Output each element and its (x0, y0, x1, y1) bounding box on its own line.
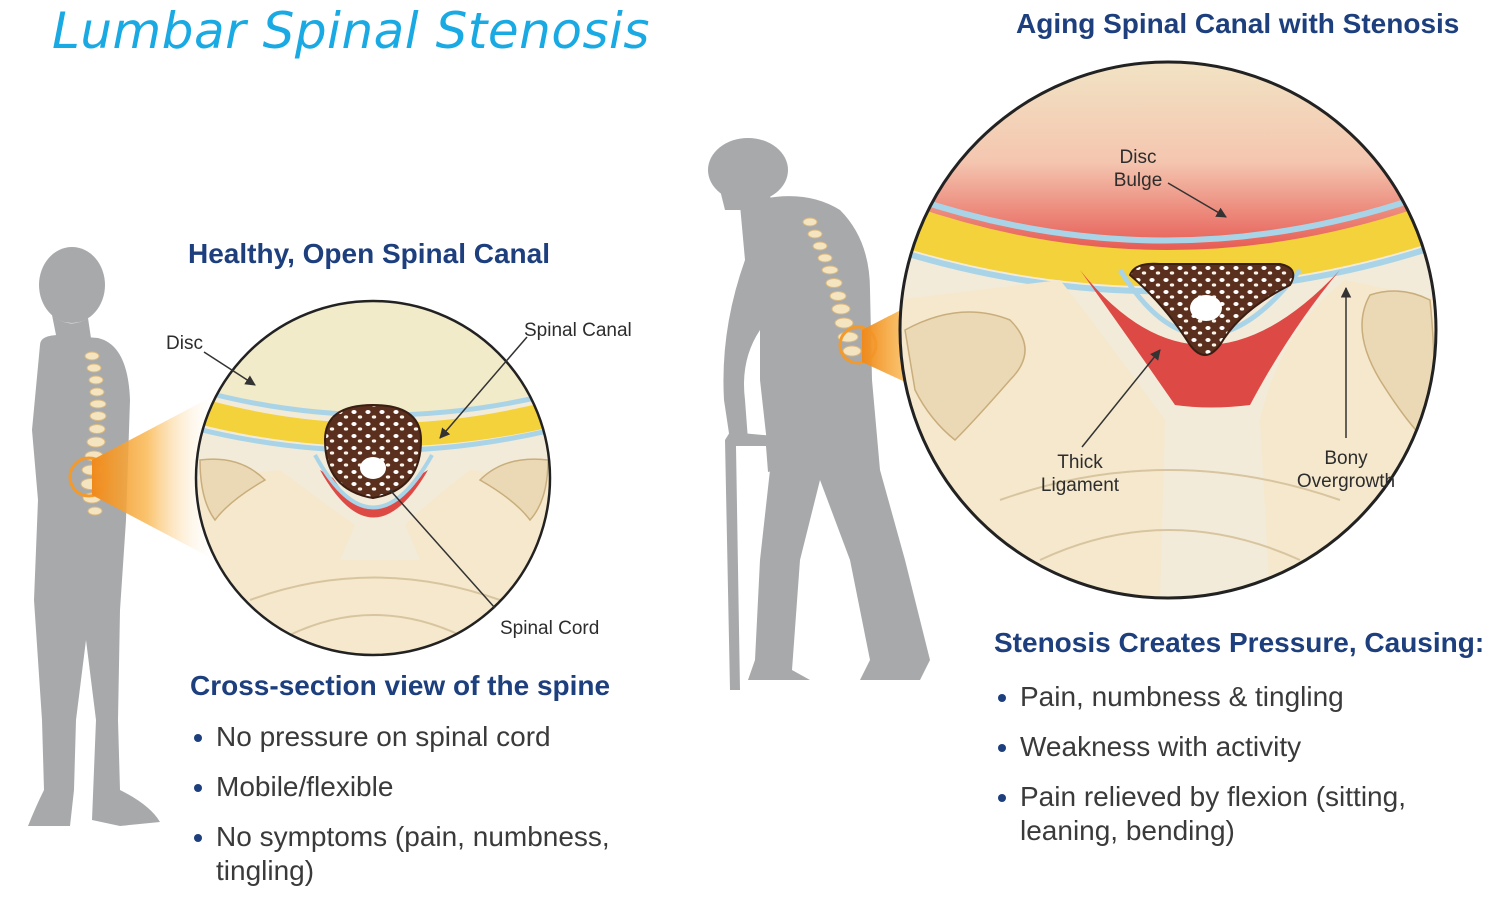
healthy-bullet: No symptoms (pain, numbness, tingling) (190, 820, 610, 888)
healthy-bullet: No pressure on spinal cord (190, 720, 610, 754)
label-thick-ligament: Thick Ligament (1040, 452, 1120, 496)
leader-spinal-cord (389, 489, 496, 609)
standing-figure (28, 247, 160, 826)
pressure-heading: Stenosis Creates Pressure, Causing: (994, 627, 1485, 658)
stenosis-bullet: Weakness with activity (994, 730, 1414, 764)
aging-heading: Aging Spinal Canal with Stenosis (1016, 8, 1460, 39)
healthy-heading: Healthy, Open Spinal Canal (188, 238, 551, 269)
main-title: Lumbar Spinal Stenosis (52, 2, 650, 60)
label-disc: Disc (166, 333, 203, 354)
label-disc-bulge: Disc Bulge (1113, 147, 1163, 191)
elderly-figure (708, 138, 930, 690)
label-spinal-cord: Spinal Cord (500, 618, 600, 639)
stenosis-bullet-list: Pain, numbness & tingling Weakness with … (994, 680, 1414, 864)
healthy-cross-section (196, 301, 550, 655)
healthy-bullet-list: No pressure on spinal cord Mobile/flexib… (190, 720, 610, 904)
spine-right (802, 217, 862, 357)
cross-section-heading: Cross-section view of the spine (190, 670, 611, 701)
leader-disc-bulge (1167, 182, 1227, 218)
label-spinal-canal: Spinal Canal (524, 320, 632, 341)
label-bony-overgrowth: Bony Overgrowth (1296, 448, 1396, 492)
spine-left (80, 351, 107, 516)
stenosis-bullet: Pain relieved by flexion (sitting, leani… (994, 780, 1414, 848)
leader-spinal-canal (439, 336, 528, 439)
leader-thick-ligament (1081, 349, 1161, 448)
stenosis-cross-section (900, 62, 1436, 598)
healthy-bullet: Mobile/flexible (190, 770, 610, 804)
leader-disc (203, 351, 256, 386)
stenosis-bullet: Pain, numbness & tingling (994, 680, 1414, 714)
zoom-cone-left (92, 395, 215, 560)
